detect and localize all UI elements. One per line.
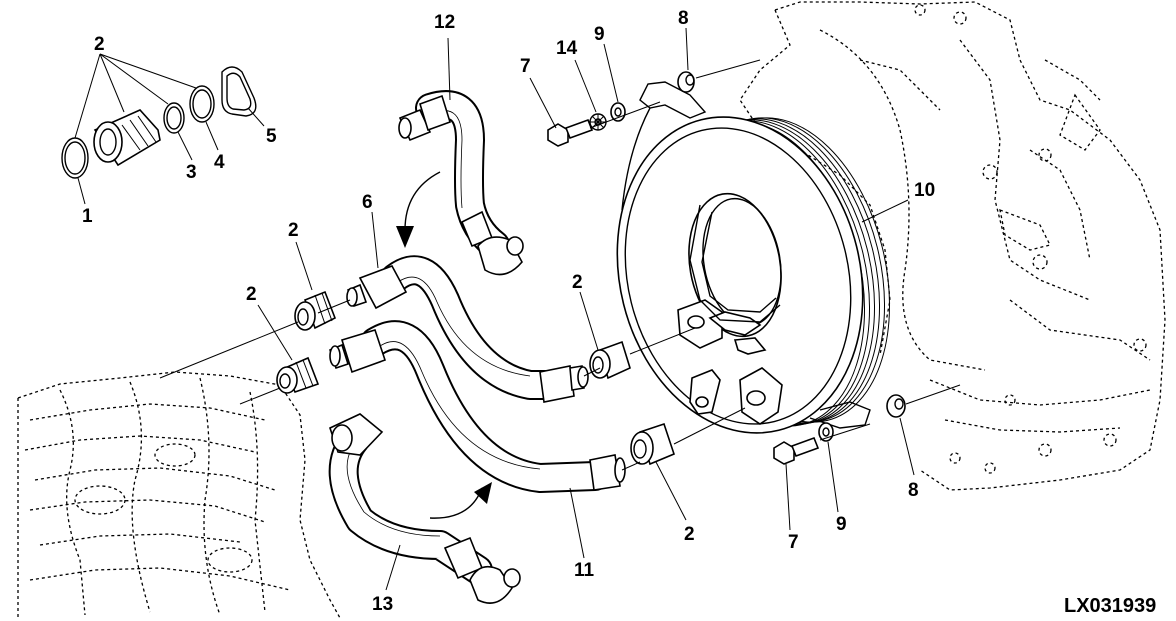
fitting-top-left-assembly: [93, 109, 161, 167]
callout-13: 13: [372, 594, 393, 615]
callout-8: 8: [908, 480, 919, 501]
fitting-bottom: [630, 422, 675, 466]
hose-12: [398, 90, 524, 276]
hose-11: [329, 320, 626, 493]
transmission-housing: [17, 371, 341, 619]
callout-4: 4: [214, 152, 225, 173]
callout-8: 8: [678, 8, 689, 29]
callout-2: 2: [246, 284, 257, 305]
callout-7: 7: [520, 56, 531, 77]
flow-arrow-lower: [429, 482, 492, 519]
callout-2: 2: [288, 220, 299, 241]
oil-cooler: [616, 81, 891, 434]
o-ring-1: [61, 137, 89, 179]
fitting-left-upper: [294, 290, 337, 331]
callout-1: 1: [82, 206, 93, 227]
bolt-7-bottom: [773, 436, 820, 465]
callout-9: 9: [594, 24, 605, 45]
flow-arrow-upper: [396, 171, 441, 248]
fitting-mid: [589, 340, 631, 380]
gasket-5: [221, 66, 257, 117]
callout-5: 5: [266, 126, 277, 147]
callout-7: 7: [788, 532, 799, 553]
fitting-left-lower: [276, 356, 320, 394]
assembly-centerlines: [159, 59, 961, 471]
callout-6: 6: [362, 192, 373, 213]
grommet-8-top: [677, 71, 695, 93]
callout-12: 12: [434, 12, 455, 33]
callout-11: 11: [574, 560, 595, 581]
washer-9-top: [610, 102, 626, 122]
figure-reference-code: LX031939: [1064, 595, 1156, 617]
callout-2: 2: [572, 272, 583, 293]
bolt-7-top: [547, 118, 594, 147]
callout-3: 3: [186, 162, 197, 183]
o-ring-3: [163, 102, 185, 134]
callout-14: 14: [556, 38, 578, 59]
hose-13: [328, 413, 521, 604]
callout-2: 2: [684, 524, 695, 545]
o-ring-4: [189, 85, 215, 123]
callout-2: 2: [94, 34, 105, 55]
grommet-8-bottom: [886, 394, 906, 418]
hose-6: [346, 255, 589, 403]
leader-lines: [74, 27, 915, 591]
callout-10: 10: [914, 180, 935, 201]
callout-labels: 2 1 3 4 5 12 7 14 9 8 10 6 2 2 2 2 8 7 9…: [82, 8, 935, 615]
callout-9: 9: [836, 514, 847, 535]
